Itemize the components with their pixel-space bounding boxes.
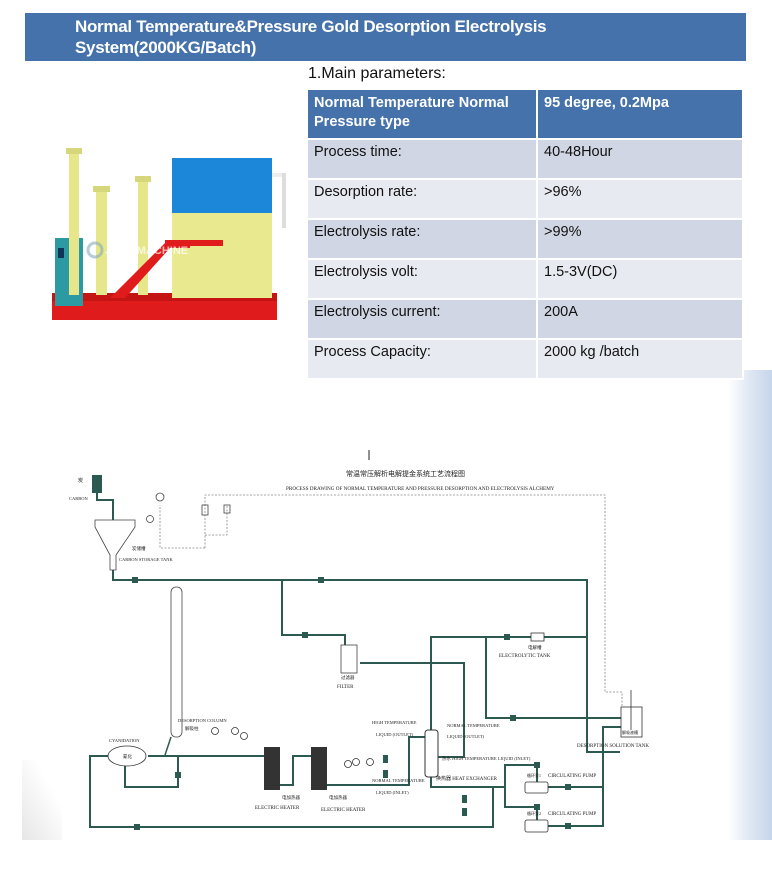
- table-cell-value: 95 degree, 0.2Mpa: [536, 88, 744, 140]
- circulating-pump-1: [524, 781, 549, 794]
- heat-exchanger: [424, 729, 439, 778]
- heater2-label: ELECTRIC HEATER: [321, 808, 366, 813]
- table-cell-key: Electrolysis volt:: [306, 258, 538, 300]
- normal-temp-outlet-label-2: LIQUID (OUTLET): [447, 734, 485, 739]
- cyanidation-tank: [107, 745, 147, 767]
- normal-temp-outlet-label: NORMAL TEMPERATURE: [447, 723, 500, 728]
- solution-tank-label: DESORPTION SOLUTION TANK: [577, 744, 649, 749]
- diagram-title-en: PROCESS DRAWING OF NORMAL TEMPERATURE AN…: [286, 486, 555, 492]
- gauges: [211, 727, 374, 768]
- desorption-column-label: DESORPTION COLUMN: [178, 718, 227, 723]
- page-title: Normal Temperature&Pressure Gold Desorpt…: [75, 17, 547, 57]
- desorption-solution-tank: [620, 706, 643, 738]
- solution-tank-label-cn: 解吸液槽: [622, 729, 638, 735]
- table-row: Electrolysis rate:>99%: [306, 218, 744, 260]
- heater1-label: ELECTRIC HEATER: [255, 806, 300, 811]
- cyanidation-label-cn: 氰化: [123, 753, 132, 760]
- instruments-top: [146, 492, 231, 523]
- heater2-label-cn: 电加热器: [329, 794, 347, 801]
- table-row: Process time:40-48Hour: [306, 138, 744, 180]
- table-row: Electrolysis volt:1.5-3V(DC): [306, 258, 744, 300]
- dashed-control-line: [159, 494, 623, 707]
- machine-illustration: JXSC MACHINE: [52, 148, 286, 320]
- valves: [132, 577, 571, 830]
- electrolytic-label-cn: 电解槽: [528, 644, 542, 651]
- parameters-table: Normal Temperature Normal Pressure type …: [306, 88, 744, 380]
- table-cell-value: 1.5-3V(DC): [536, 258, 744, 300]
- desorption-column: [170, 586, 183, 738]
- table-cell-key: Process time:: [306, 138, 538, 180]
- decorative-corner: [22, 760, 62, 840]
- table-cell-key: Desorption rate:: [306, 178, 538, 220]
- high-temp-outlet-label-2: LIQUID (OUTLET): [376, 732, 414, 737]
- electric-heater-1: [264, 747, 280, 790]
- table-cell-value: 2000 kg /batch: [536, 338, 744, 380]
- carbon-label-cn: 炭: [78, 477, 83, 484]
- heat-exchanger-label: 换热器 HEAT EXCHANGER: [436, 775, 498, 782]
- table-cell-key: Electrolysis current:: [306, 298, 538, 340]
- table-cell-key: Normal Temperature Normal Pressure type: [306, 88, 538, 140]
- table-cell-value: >96%: [536, 178, 744, 220]
- electrolytic-label: ELECTROLYTIC TANK: [499, 654, 551, 659]
- table-header-row: Normal Temperature Normal Pressure type …: [306, 88, 744, 140]
- electrolytic-tank: [530, 632, 545, 642]
- carbon-label: CARBON: [69, 496, 89, 501]
- desorption-column-label-cn: 解吸柱: [185, 725, 199, 732]
- filter-label-cn: 过滤器: [341, 674, 355, 681]
- decorative-side-band: [728, 370, 772, 840]
- high-temp-inlet-label: 热水 HIGH TEMPERATURE LIQUID (INLET): [442, 755, 531, 762]
- table-cell-value: >99%: [536, 218, 744, 260]
- cyanidation-label: CYANIDATION: [109, 738, 140, 743]
- carbon-box: [92, 475, 102, 493]
- pump1-label: CIRCULATING PUMP: [548, 774, 596, 779]
- pump1-label-cn: 循环泵1: [527, 772, 541, 778]
- filter-label: FILTER: [337, 685, 354, 690]
- table-cell-value: 40-48Hour: [536, 138, 744, 180]
- section-label: 1.Main parameters:: [308, 65, 446, 82]
- normal-temp-inlet-label-2: LIQUID (INLET): [376, 790, 409, 795]
- table-cell-value: 200A: [536, 298, 744, 340]
- normal-temp-inlet-label: NORMAL TEMPERATURE: [372, 778, 425, 783]
- filter: [340, 644, 358, 674]
- carbon-storage-label: CARBON STORAGE TANK: [119, 557, 173, 562]
- heater1-label-cn: 电加热器: [282, 794, 300, 801]
- table-cell-key: Electrolysis rate:: [306, 218, 538, 260]
- electric-heater-2: [311, 747, 327, 790]
- carbon-storage-tank: [94, 519, 136, 571]
- circulating-pump-2: [524, 819, 549, 833]
- table-cell-key: Process Capacity:: [306, 338, 538, 380]
- diagram-title-cn: 常温常压解析电解提金系统工艺流程图: [346, 469, 465, 478]
- table-row: Electrolysis current:200A: [306, 298, 744, 340]
- high-temp-outlet-label: HIGH TEMPERATURE: [372, 720, 417, 725]
- table-row: Process Capacity:2000 kg /batch: [306, 338, 744, 380]
- pump2-label-cn: 循环泵2: [527, 810, 541, 816]
- carbon-storage-label-cn: 炭储槽: [132, 545, 146, 552]
- pump2-label: CIRCULATING PUMP: [548, 812, 596, 817]
- title-bar: Normal Temperature&Pressure Gold Desorpt…: [25, 13, 746, 61]
- table-row: Desorption rate:>96%: [306, 178, 744, 220]
- watermark: JXSC MACHINE: [105, 245, 188, 257]
